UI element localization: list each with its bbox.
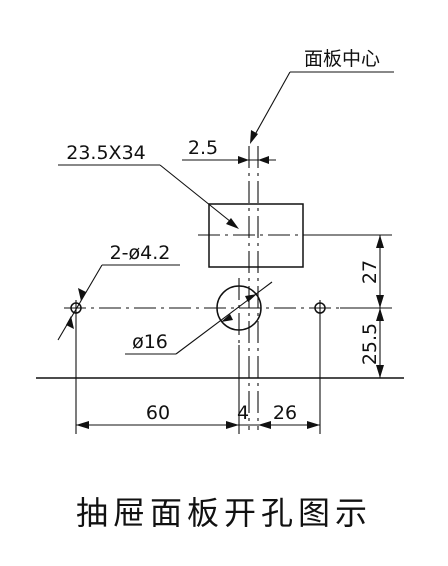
small-holes-leader	[57, 264, 103, 341]
big-hole-arrow-top	[245, 294, 257, 302]
rect-size-label: 23.5X34	[66, 142, 146, 164]
dim-25-5-arrow-bottom	[376, 365, 384, 378]
figure-caption: 抽屉面板开孔图示	[75, 494, 372, 532]
panel-center-arrow	[250, 130, 258, 144]
dim-27-label: 27	[359, 260, 381, 284]
dim-27-arrow-top	[376, 235, 384, 248]
dim-26-label: 26	[273, 402, 297, 424]
dim-26-arrow-left	[258, 421, 271, 429]
small-holes-label: 2-ø4.2	[110, 242, 171, 264]
rect-size-arrow	[226, 218, 239, 229]
dim-25-5-arrow-top	[376, 308, 384, 321]
dim-60-label: 60	[146, 402, 170, 424]
dim-2-5-arrow-left	[238, 156, 249, 164]
dim-2-5-label: 2.5	[188, 137, 218, 159]
dim-27-arrow-bottom	[376, 295, 384, 308]
dim-2-5-arrow-right	[258, 156, 269, 164]
big-hole-arrow-bottom	[221, 314, 233, 322]
dim-60-arrow-left	[76, 421, 89, 429]
panel-center-label: 面板中心	[304, 48, 380, 70]
small-holes-arrow-top	[78, 288, 86, 301]
small-holes-arrow-bottom	[66, 316, 74, 329]
dim-25-5-label: 25.5	[359, 323, 381, 365]
big-hole-label: ø16	[132, 331, 168, 353]
rect-size-leader	[159, 164, 237, 227]
panel-center-leader	[251, 71, 291, 141]
dim-26-arrow-right	[307, 421, 320, 429]
dim-4-label: 4	[237, 402, 249, 424]
big-hole-leader	[175, 281, 273, 355]
dim-60-arrow-right	[226, 421, 239, 429]
